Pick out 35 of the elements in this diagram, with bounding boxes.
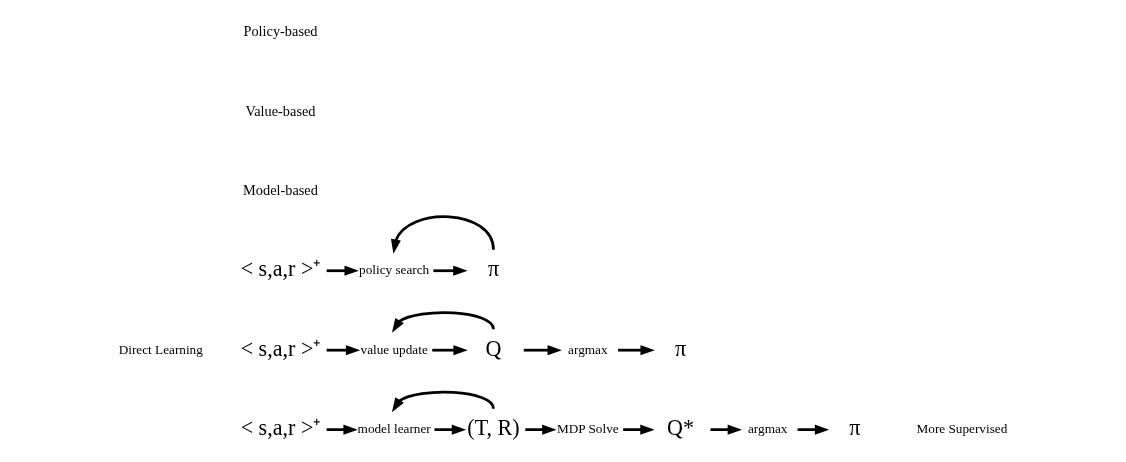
arrow: [391, 390, 495, 413]
arrow: [710, 424, 743, 435]
node-text: π: [849, 415, 861, 441]
node-text: Q*: [667, 415, 695, 441]
node-text: value update: [360, 341, 428, 357]
node-text: model learner: [357, 421, 431, 437]
node-text: MDP Solve: [557, 421, 619, 437]
arrow: [434, 424, 467, 435]
label: Value-based: [245, 102, 316, 119]
node-text: < s,a,r >⁺: [240, 335, 321, 361]
arrow: [433, 265, 468, 276]
label: More Supervised: [916, 421, 1008, 437]
arrow: [618, 345, 655, 356]
arrow: [390, 215, 495, 254]
node-text: π: [674, 335, 687, 361]
node-text: Q: [485, 335, 502, 361]
node-text: argmax: [568, 341, 608, 357]
node-text: policy search: [359, 262, 430, 278]
node-text: π: [487, 256, 500, 282]
arrow: [623, 424, 655, 435]
label: Direct Learning: [118, 341, 203, 357]
arrow: [523, 345, 562, 356]
arrow: [326, 345, 361, 356]
label: Model-based: [243, 182, 318, 199]
node-text: argmax: [747, 421, 788, 437]
node-text: (T, R): [467, 415, 520, 441]
node-text: < s,a,r >⁺: [240, 256, 321, 282]
arrow: [391, 311, 495, 333]
arrow: [525, 424, 557, 435]
label: Policy-based: [243, 23, 318, 40]
node-text: < s,a,r >⁺: [240, 415, 321, 441]
arrow: [326, 265, 359, 276]
arrow: [797, 424, 830, 435]
arrow: [432, 345, 468, 356]
arrow: [326, 424, 358, 435]
